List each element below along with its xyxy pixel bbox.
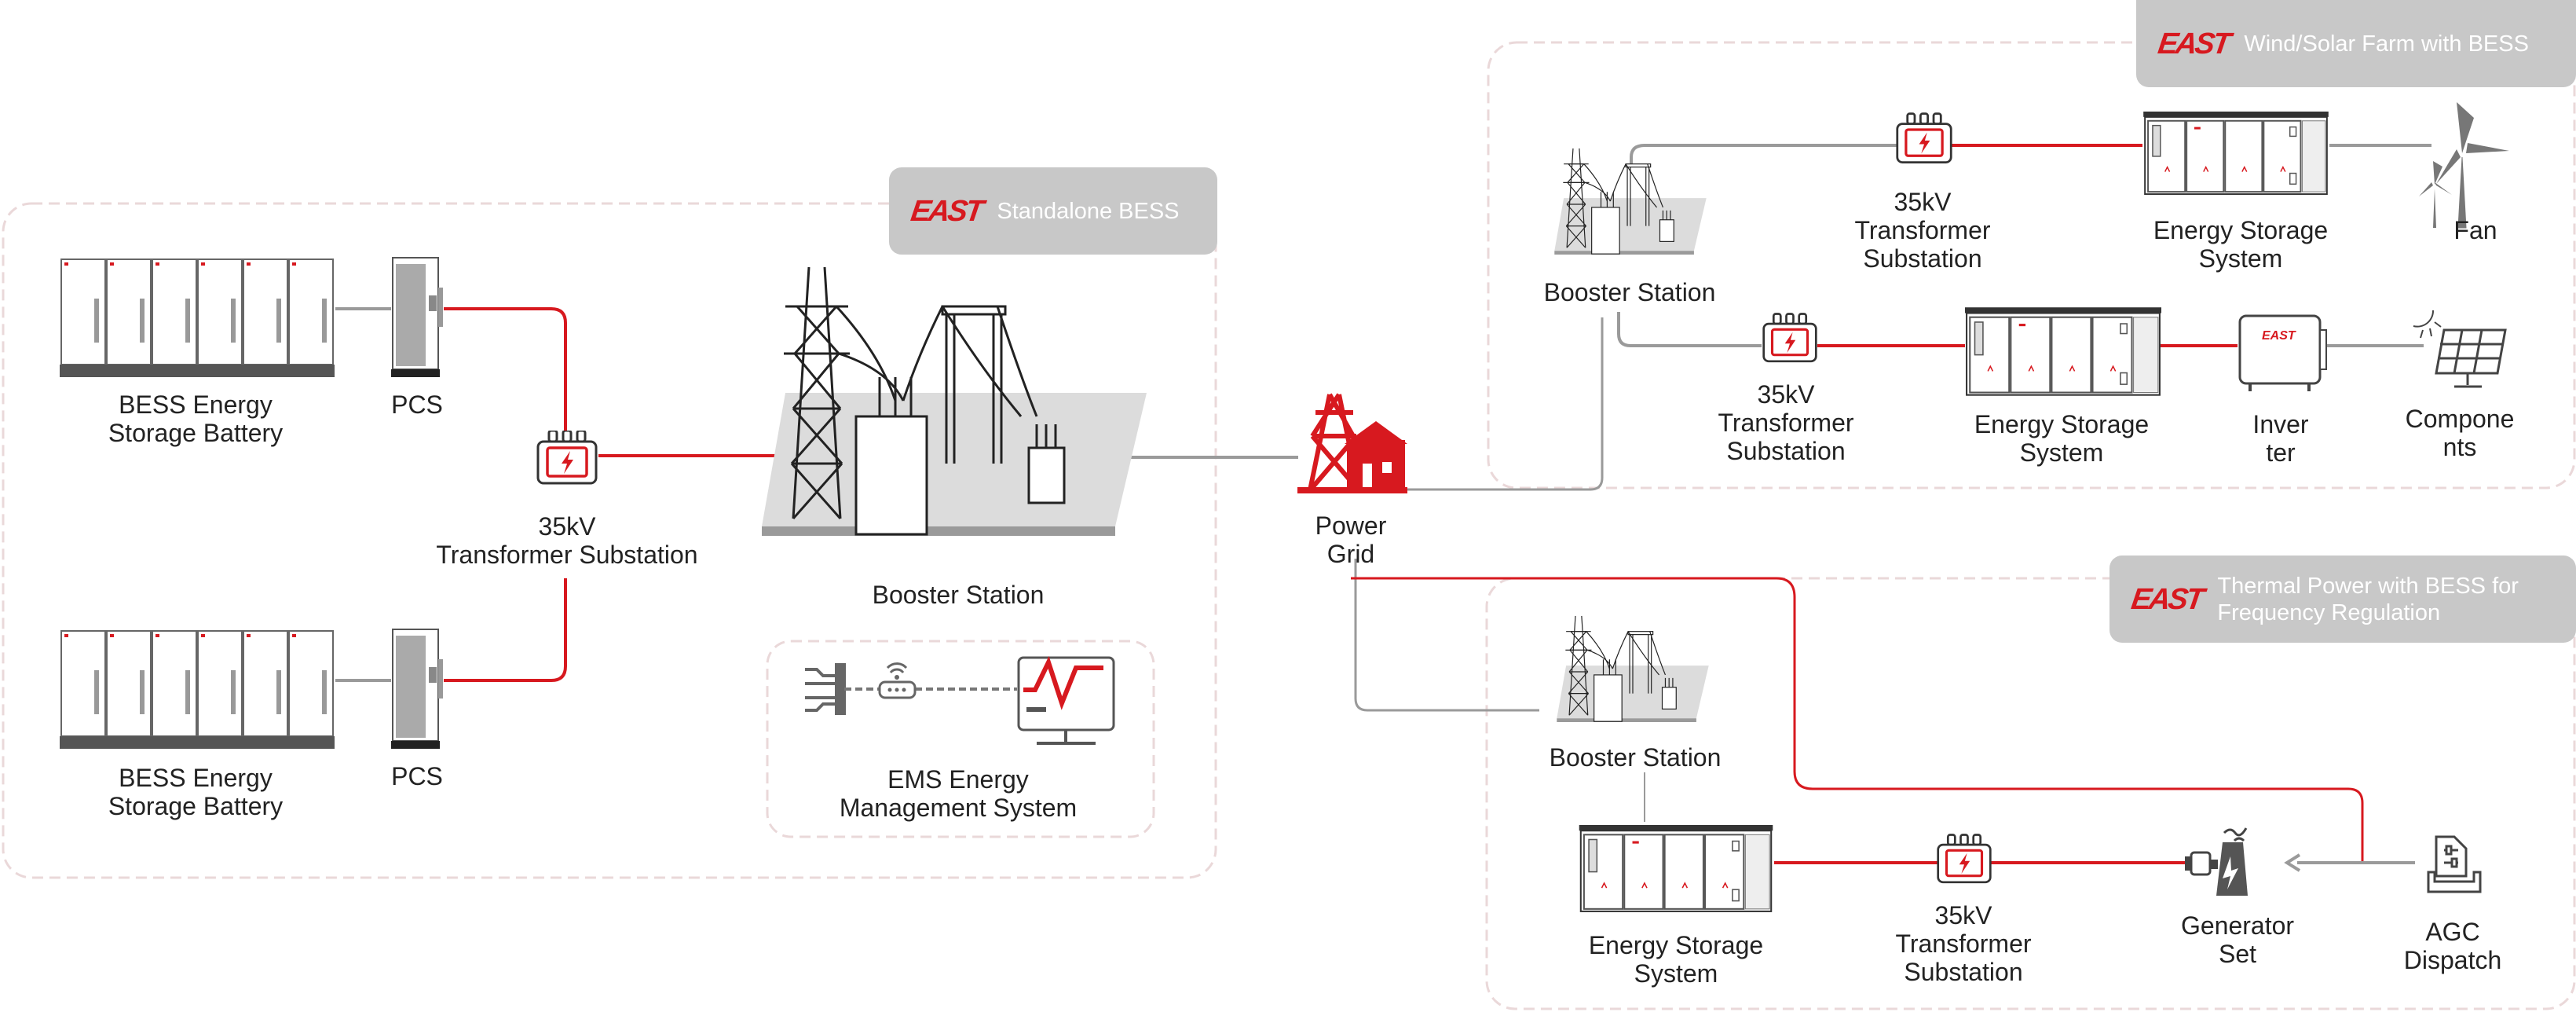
- svg-text:EAST: EAST: [2262, 329, 2296, 343]
- label-inverter: Inver ter: [2252, 410, 2309, 467]
- power-grid-icon: [1297, 393, 1407, 493]
- wind-transformer-icon: [1896, 112, 1952, 164]
- label-fan: Fan: [2453, 216, 2497, 244]
- section-title: Thermal Power with BESS for Frequency Re…: [2217, 573, 2519, 625]
- monitor-icon: [1017, 656, 1115, 745]
- ems-icons: [805, 656, 1115, 745]
- booster-station-icon: [762, 266, 1147, 537]
- east-logo: EAST: [909, 194, 984, 228]
- pcs-bottom-to-transformer-line: [444, 578, 567, 682]
- standalone-panel: [2, 202, 1217, 879]
- grid-to-wind-booster-line: [1405, 317, 1604, 491]
- section-title: Standalone BESS: [997, 198, 1180, 224]
- connection-lines: [335, 144, 2431, 872]
- label-transformer: 35kV Transformer Substation: [436, 512, 698, 569]
- label-components: Compone nts: [2405, 405, 2515, 461]
- label-generator: Generator Set: [2180, 911, 2295, 968]
- east-logo: EAST: [2156, 27, 2231, 60]
- transformer-icon: [536, 431, 598, 485]
- ess-2-icon: [1965, 306, 2161, 396]
- label-pcs-bottom: PCS: [391, 762, 443, 790]
- label-pcs-top: PCS: [391, 390, 443, 419]
- label-battery-bottom: BESS Energy Storage Battery: [108, 764, 284, 820]
- solar-panel-icon: [2413, 310, 2507, 388]
- battery-rack-bottom: [59, 629, 335, 749]
- ess-1-icon: [2142, 112, 2329, 196]
- router-icon: [878, 662, 917, 699]
- label-thermal-ess: Energy Storage System: [1588, 931, 1764, 988]
- grid-to-thermal-booster-line: [1354, 559, 1539, 712]
- thermal-panel: [1485, 577, 2576, 1010]
- ems-panel: [766, 640, 1155, 838]
- label-ess-2: Energy Storage System: [1974, 410, 2150, 467]
- section-tag-wind-solar: EAST Wind/Solar Farm with BESS: [2136, 0, 2576, 87]
- section-tag-thermal: EAST Thermal Power with BESS for Frequen…: [2109, 556, 2576, 643]
- label-agc: AGC Dispatch: [2403, 918, 2502, 974]
- pcs-top-to-transformer-line: [444, 307, 567, 431]
- wind-turbine-icon: [2419, 102, 2509, 229]
- grid-to-agc-line: [1351, 577, 2364, 864]
- label-wind-transformer-2: 35kV Transformer Substation: [1718, 380, 1854, 465]
- connector-icon: [805, 663, 846, 715]
- label-thermal-booster: Booster Station: [1549, 743, 1722, 772]
- thermal-booster-station-icon: [1556, 615, 1710, 723]
- label-thermal-transformer: 35kV Transformer Substation: [1895, 901, 2032, 986]
- battery-rack-top: [59, 258, 335, 377]
- agc-dispatch-icon: [2427, 835, 2482, 893]
- inverter-icon: EAST: [2238, 314, 2327, 391]
- wind-booster-to-transformer-2-line: [1617, 312, 1762, 347]
- label-power-grid: Power Grid: [1315, 512, 1387, 568]
- thermal-transformer-icon: [1936, 833, 1992, 884]
- pcs-bottom: [391, 629, 444, 750]
- pcs-top: [391, 257, 444, 378]
- east-logo: EAST: [2129, 582, 2205, 616]
- label-booster: Booster Station: [872, 581, 1045, 609]
- section-title: Wind/Solar Farm with BESS: [2244, 31, 2529, 57]
- label-ems: EMS Energy Management System: [839, 765, 1078, 822]
- wind-booster-to-transformer-line: [1630, 144, 1897, 164]
- solar-transformer-icon: [1762, 312, 1818, 363]
- label-wind-booster: Booster Station: [1543, 278, 1716, 306]
- label-ess-1: Energy Storage System: [2153, 216, 2329, 273]
- wind-booster-station-icon: [1553, 148, 1707, 255]
- wind-solar-panel: [1487, 41, 2576, 490]
- generator-set-icon: [2185, 827, 2248, 896]
- section-tag-standalone: EAST Standalone BESS: [889, 167, 1217, 255]
- label-battery-top: BESS Energy Storage Battery: [108, 390, 284, 447]
- label-wind-transformer-1: 35kV Transformer Substation: [1854, 188, 1991, 273]
- thermal-ess-icon: [1578, 825, 1774, 912]
